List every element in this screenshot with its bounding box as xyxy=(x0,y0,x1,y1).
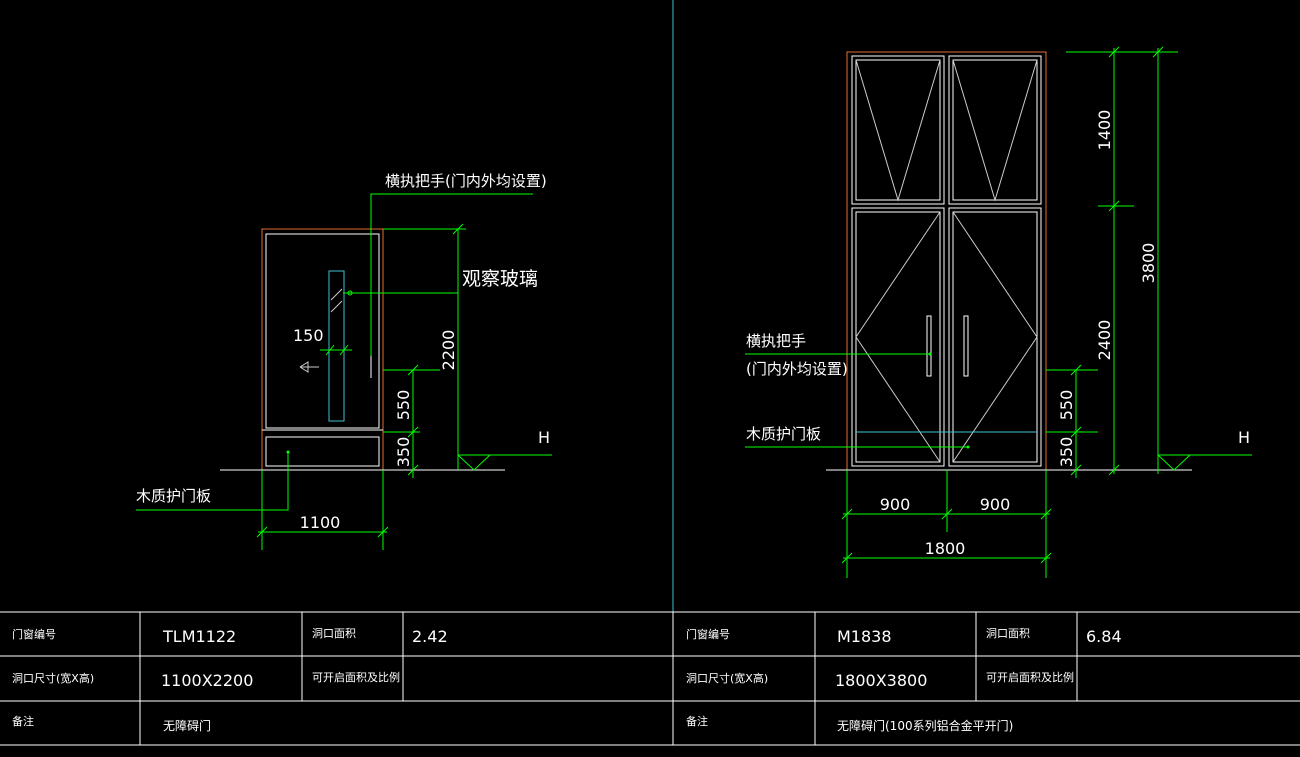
dim-tick xyxy=(1070,364,1082,376)
transom-pane-left xyxy=(851,55,945,205)
dim-text-1400: 1400 xyxy=(1095,110,1114,151)
dim-text-550: 550 xyxy=(394,390,413,421)
dim-text-1800: 1800 xyxy=(925,539,966,558)
door-leaf-left xyxy=(851,207,945,467)
leader-dot xyxy=(966,445,970,449)
leader-kick-board xyxy=(136,452,289,511)
leader-dot xyxy=(928,352,932,356)
leader-handle xyxy=(370,193,533,356)
dim-text-1100: 1100 xyxy=(300,513,341,532)
dim-text-350: 350 xyxy=(394,437,413,468)
dim-text-150: 150 xyxy=(293,326,324,345)
dim-tick xyxy=(325,344,335,356)
door-handle-left xyxy=(926,315,932,377)
dim-tick xyxy=(941,508,953,520)
leader-dot xyxy=(347,290,353,296)
cell-note: 无障碍门 xyxy=(163,718,211,733)
dim-text-900-right: 900 xyxy=(980,495,1011,514)
dim-text-2200: 2200 xyxy=(439,330,458,371)
cell-label-size: 洞口尺寸(宽X高) xyxy=(686,671,768,685)
dim-tick xyxy=(339,344,349,356)
dim-tick xyxy=(377,526,389,538)
door-elevation-m1838: 横执把手 (门内外均设置) 木质护门板 1400 2400 3800 550 3… xyxy=(745,46,1252,578)
leader-dot xyxy=(286,450,290,454)
dim-tick xyxy=(1108,464,1120,476)
dim-tick xyxy=(256,526,268,538)
dim-tick xyxy=(841,508,853,520)
cell-label-ratio: 可开启面积及比例 xyxy=(986,670,1074,684)
dim-tick xyxy=(1108,46,1120,58)
cell-label-area: 洞口面积 xyxy=(312,627,356,640)
leaf-swing-mark-left xyxy=(855,211,941,463)
label-handle-line1: 横执把手 xyxy=(746,332,806,350)
door-elevation-tlm1122: 横执把手(门内外均设置) 观察玻璃 木质护门板 150 2200 550 350… xyxy=(136,172,552,550)
cell-label-area: 洞口面积 xyxy=(986,627,1030,640)
level-triangle-icon xyxy=(457,454,491,471)
dim-tick xyxy=(1070,464,1082,476)
cell-label-note: 备注 xyxy=(12,714,34,728)
label-handle-line2: (门内外均设置) xyxy=(746,360,848,378)
cell-note: 无障碍门(100系列铝合金平开门) xyxy=(837,718,1013,733)
level-text: H xyxy=(538,428,550,447)
cell-size: 1800X3800 xyxy=(835,671,927,690)
dim-tick xyxy=(407,426,419,438)
dim-tick xyxy=(841,552,853,564)
transom-swing-mark xyxy=(855,59,941,202)
dim-tick xyxy=(1070,426,1082,438)
door-schedule-table: 门窗编号 TLM1122 洞口面积 2.42 洞口尺寸(宽X高) 1100X22… xyxy=(0,611,1300,746)
dim-text-3800: 3800 xyxy=(1139,243,1158,284)
glass-hatch xyxy=(330,300,343,313)
label-handle: 横执把手(门内外均设置) xyxy=(385,172,547,190)
transom-pane-right xyxy=(948,55,1042,205)
cell-area: 2.42 xyxy=(412,627,448,646)
leaf-swing-mark-right xyxy=(952,211,1038,463)
cell-label-ratio: 可开启面积及比例 xyxy=(312,670,400,684)
cell-label-size: 洞口尺寸(宽X高) xyxy=(12,671,94,685)
door-leaf-upper-panel xyxy=(265,233,380,429)
dim-text-900-left: 900 xyxy=(880,495,911,514)
dim-tick xyxy=(452,223,464,235)
level-triangle-icon xyxy=(1157,454,1191,471)
dim-tick xyxy=(1108,200,1120,212)
dim-tick xyxy=(1040,552,1052,564)
cell-label-note: 备注 xyxy=(686,714,708,728)
dim-text-350: 350 xyxy=(1057,437,1076,468)
cell-label-code: 门窗编号 xyxy=(686,627,730,641)
door-leaf-right xyxy=(948,207,1042,467)
dim-tick xyxy=(1040,508,1052,520)
label-kick-board: 木质护门板 xyxy=(746,425,821,443)
opening-arrow-head-icon xyxy=(299,361,309,373)
level-text: H xyxy=(1238,428,1250,447)
cell-size: 1100X2200 xyxy=(161,671,253,690)
transom-swing-mark xyxy=(952,59,1038,202)
dim-text-550: 550 xyxy=(1057,390,1076,421)
dim-tick xyxy=(407,464,419,476)
vision-glass xyxy=(328,270,345,422)
cell-code: M1838 xyxy=(837,627,892,646)
kick-board-panel xyxy=(265,436,380,467)
cell-code: TLM1122 xyxy=(162,627,236,646)
glass-hatch xyxy=(330,288,343,301)
dim-tick xyxy=(1152,46,1164,58)
door-handle-right xyxy=(963,315,969,377)
label-kick-board: 木质护门板 xyxy=(136,487,211,505)
label-glass: 观察玻璃 xyxy=(462,268,538,290)
dim-text-2400: 2400 xyxy=(1095,320,1114,361)
cell-label-code: 门窗编号 xyxy=(12,627,56,641)
cell-area: 6.84 xyxy=(1086,627,1122,646)
dim-tick xyxy=(407,364,419,376)
